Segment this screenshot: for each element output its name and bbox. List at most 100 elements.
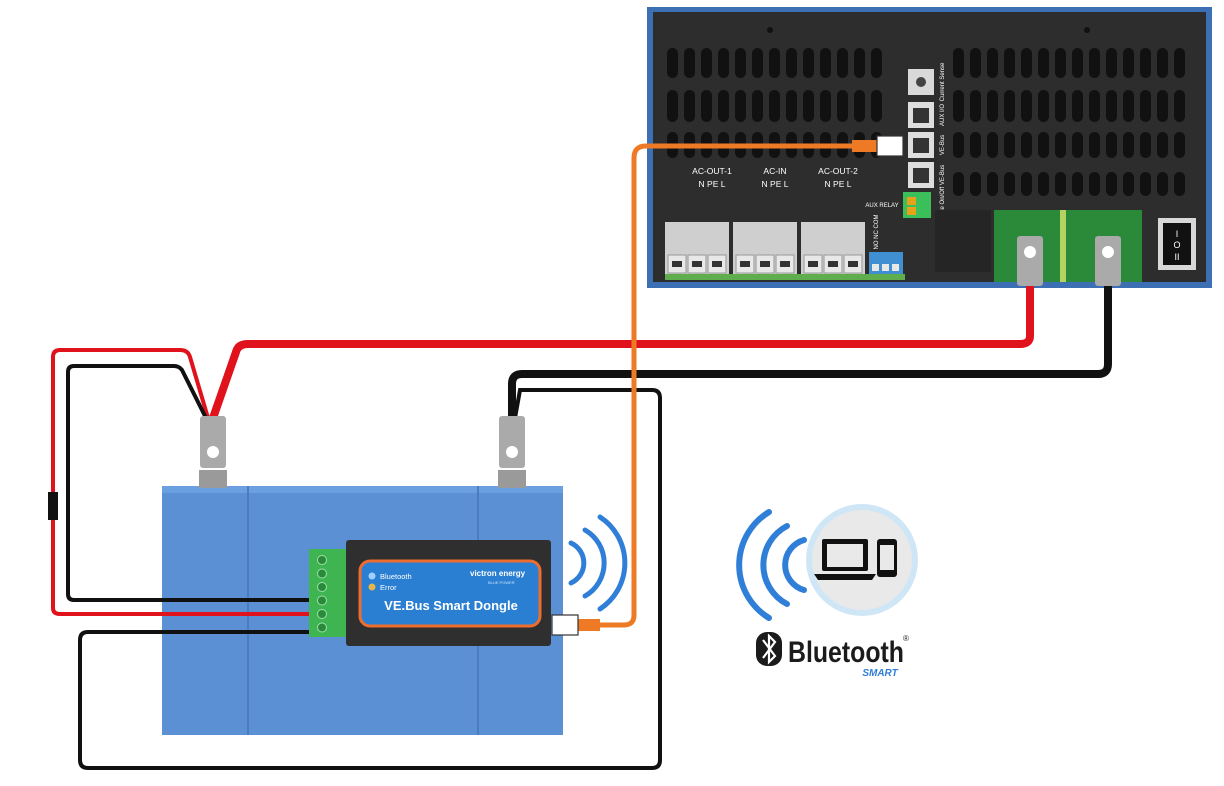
ac-out-1-label: AC-OUT-1	[692, 166, 732, 176]
brand-tagline: BLUE POWER	[488, 580, 515, 585]
vebus-cable	[596, 143, 868, 628]
aux-io-label: AUX I/O	[940, 104, 946, 126]
negative-cable	[508, 280, 1112, 418]
relay-screw	[892, 264, 899, 271]
led-error-label: Error	[380, 583, 397, 592]
screw-terminal-screw	[317, 568, 327, 579]
dongle-label-panel	[358, 559, 542, 628]
vent-slot	[1038, 172, 1049, 196]
vent-slot	[1157, 48, 1168, 78]
switch-off-label: O	[1173, 240, 1180, 250]
rj45-plug-dongle	[551, 614, 600, 636]
screw-terminal-screw	[317, 595, 327, 606]
vent-slot	[1174, 48, 1185, 78]
ve-bus-smart-dongle: Bluetooth Error victron energy BLUE POWE…	[309, 540, 551, 646]
vent-slot	[871, 48, 882, 78]
battery-post-negative	[498, 470, 526, 488]
screw-terminal-screw	[317, 622, 327, 633]
vent-slot	[1089, 132, 1100, 158]
vent-slot	[953, 172, 964, 196]
terminal-slot	[740, 261, 750, 267]
vent-slot	[1021, 90, 1032, 122]
vent-slot	[1089, 90, 1100, 122]
vent-slot	[769, 90, 780, 122]
dongle-screw-terminal	[309, 549, 347, 637]
vent-slot	[1123, 48, 1134, 78]
vent-slot	[1021, 172, 1032, 196]
vent-slot	[1089, 172, 1100, 196]
vent-slot	[1072, 132, 1083, 158]
vent-slot	[1106, 48, 1117, 78]
vent-slot	[1174, 132, 1185, 158]
terminal-slot	[828, 261, 838, 267]
terminal-slot	[712, 261, 722, 267]
error-led	[368, 583, 376, 591]
vent-slot	[1004, 48, 1015, 78]
vent-slot	[1004, 90, 1015, 122]
switch-mid-label: II	[1174, 252, 1179, 262]
vent-slot	[1140, 90, 1151, 122]
bluetooth-smart-logo: Bluetooth ® SMART	[756, 632, 909, 679]
vent-slot	[718, 48, 729, 78]
ac-out-2-label: AC-OUT-2	[818, 166, 858, 176]
vent-slot	[1038, 90, 1049, 122]
aux-relay-label: AUX RELAY	[865, 203, 898, 209]
ac-in-label: AC-IN	[763, 166, 786, 176]
vent-slot	[970, 172, 981, 196]
vent-slot	[1174, 90, 1185, 122]
vent-slot	[1038, 48, 1049, 78]
vent-slot	[1123, 132, 1134, 158]
bluetooth-led	[368, 572, 376, 580]
cable-lugs	[200, 236, 1121, 468]
vent-slot	[854, 90, 865, 122]
vent-slot	[970, 132, 981, 158]
vent-slot	[667, 48, 678, 78]
vent-slot	[1004, 132, 1015, 158]
vent-slot	[970, 90, 981, 122]
vent-slot	[1004, 172, 1015, 196]
wireless-signal-icon	[736, 509, 807, 621]
vent-slot	[987, 172, 998, 196]
vent-slot	[1157, 172, 1168, 196]
vent-slot	[1072, 172, 1083, 196]
vent-slot	[735, 48, 746, 78]
vent-slot	[752, 90, 763, 122]
vent-slot	[684, 48, 695, 78]
vent-slot	[1021, 132, 1032, 158]
rj45-plug-inverter	[852, 135, 904, 157]
negative-return-loop	[78, 388, 662, 770]
mount-hole	[767, 27, 773, 33]
vent-slot	[1055, 90, 1066, 122]
phone-icon	[877, 539, 897, 577]
bluetooth-wordmark: Bluetooth	[788, 636, 904, 669]
vent-slot	[769, 48, 780, 78]
vent-slot	[718, 90, 729, 122]
vebus-1-label: VE-Bus	[940, 135, 946, 155]
vent-slot	[820, 90, 831, 122]
vent-slot	[667, 90, 678, 122]
relay-screw	[872, 264, 879, 271]
vent-slot	[752, 48, 763, 78]
remote-label: Remote On/Off	[940, 187, 946, 228]
vent-slot	[1106, 172, 1117, 196]
cables	[48, 143, 1112, 770]
vent-slot	[987, 132, 998, 158]
vent-slot	[735, 90, 746, 122]
vent-slot	[1038, 132, 1049, 158]
vent-slot	[987, 90, 998, 122]
ac-out-1-pins: N PE L	[699, 179, 726, 189]
switch-on-label: I	[1176, 229, 1179, 239]
vent-slot	[1072, 48, 1083, 78]
brand-label: victron energy	[470, 569, 526, 578]
relay-screw	[882, 264, 889, 271]
vent-slot	[803, 90, 814, 122]
screw-terminal-screw	[317, 555, 327, 565]
vent-slot	[1021, 48, 1032, 78]
vent-slot	[854, 48, 865, 78]
vent-slot	[1055, 48, 1066, 78]
vent-slot	[953, 132, 964, 158]
wireless-signal-icon	[568, 514, 628, 612]
vent-slot	[701, 48, 712, 78]
vent-slot	[1055, 172, 1066, 196]
bluetooth-reg-mark: ®	[903, 634, 909, 643]
